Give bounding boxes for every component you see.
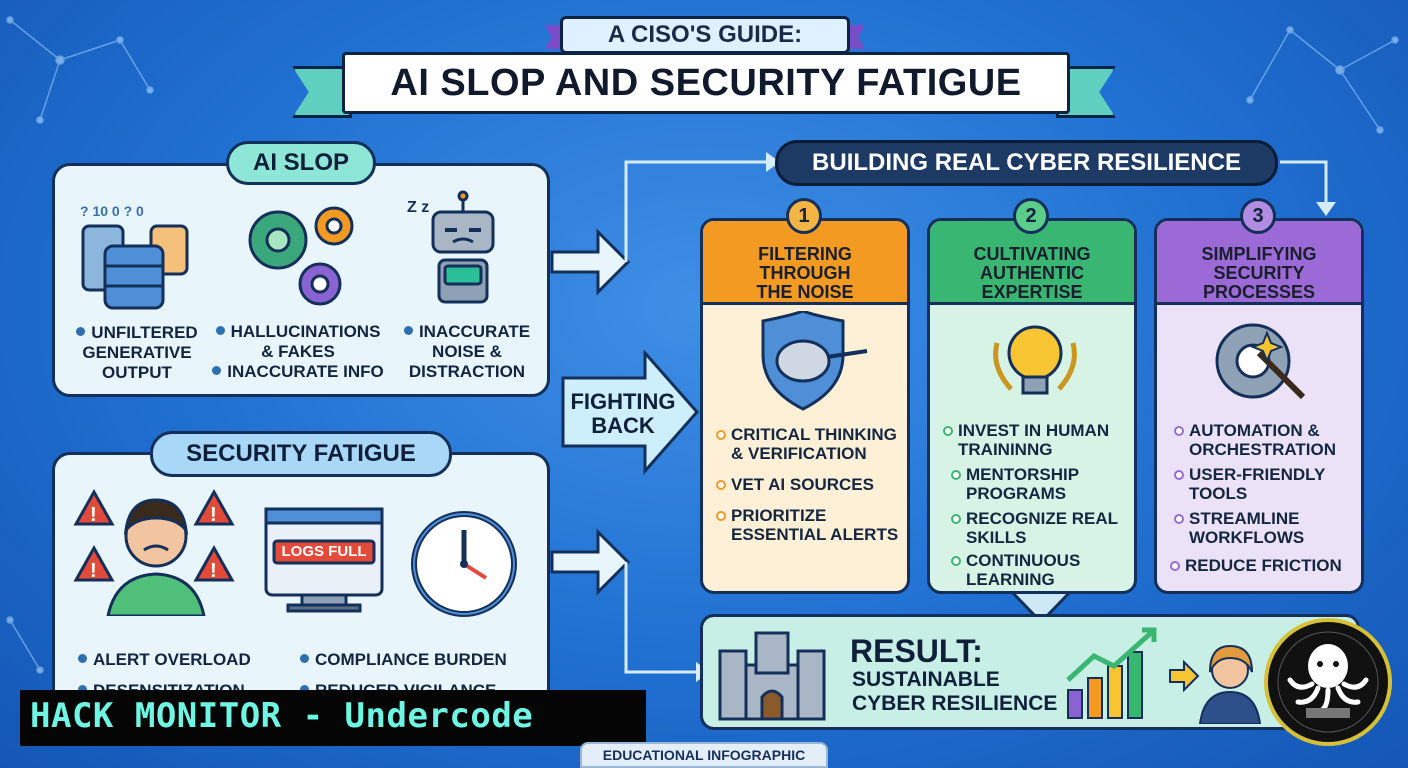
team-people-icon	[1198, 644, 1262, 724]
undercode-logo	[1264, 618, 1392, 746]
fighting-back-label: FIGHTING BACK	[570, 389, 676, 438]
clock-icon	[411, 511, 517, 617]
resilience-header: BUILDING REAL CYBER RESILIENCE	[775, 140, 1278, 186]
svg-text:!: !	[90, 504, 97, 526]
card-3-item-1: AUTOMATION &ORCHESTRATION	[1174, 421, 1336, 459]
title-kicker: A CISO'S GUIDE:	[560, 16, 850, 54]
step-3-badge: 3	[1240, 198, 1276, 234]
page-title: AI SLOP AND SECURITY FATIGUE	[342, 52, 1070, 114]
growth-chart-icon	[1066, 627, 1157, 719]
result-title: RESULT:	[850, 633, 983, 669]
gear-magic-wand-icon	[1215, 323, 1306, 400]
card-1-item-2: VET AI SOURCES	[716, 475, 874, 494]
lightbulb-icon	[993, 325, 1077, 395]
step-1-badge: 1	[786, 198, 822, 234]
tired-robot-icon: Z z	[407, 190, 495, 304]
logs-full-label: LOGS FULL	[281, 543, 367, 560]
arrow-right-icon	[1169, 660, 1200, 692]
flow-arrows	[550, 152, 1336, 682]
database-icon: ? 10 0 ? 0	[80, 203, 189, 310]
step-2-badge: 2	[1013, 198, 1049, 234]
footer-tab: EDUCATIONAL INFOGRAPHIC	[580, 742, 828, 768]
svg-text:!: !	[210, 504, 217, 526]
stressed-person-icon: !!!!	[73, 488, 235, 616]
fatigue-bullet-1: ALERT OVERLOAD	[78, 650, 251, 670]
ai-slop-label: AI SLOP	[226, 141, 376, 185]
castle-icon	[718, 631, 826, 721]
shield-sieve-icon	[761, 311, 868, 411]
gears-glitch-icon	[248, 206, 354, 306]
hack-monitor-banner: HACK MONITOR - Undercode	[20, 690, 646, 746]
svg-text:!: !	[210, 560, 217, 582]
svg-text:? 10 0 ? 0: ? 10 0 ? 0	[80, 203, 144, 219]
monitor-logs-icon	[264, 507, 384, 613]
card-1-item-1: CRITICAL THINKING& VERIFICATION	[716, 425, 897, 463]
svg-text:!: !	[90, 560, 97, 582]
fatigue-bullet-2: COMPLIANCE BURDEN	[300, 650, 507, 670]
security-fatigue-label: SECURITY FATIGUE	[150, 431, 452, 477]
card-3-item-4: REDUCE FRICTION	[1170, 556, 1342, 575]
svg-text:Z z: Z z	[407, 199, 429, 216]
fighting-back-arrow	[561, 350, 699, 475]
